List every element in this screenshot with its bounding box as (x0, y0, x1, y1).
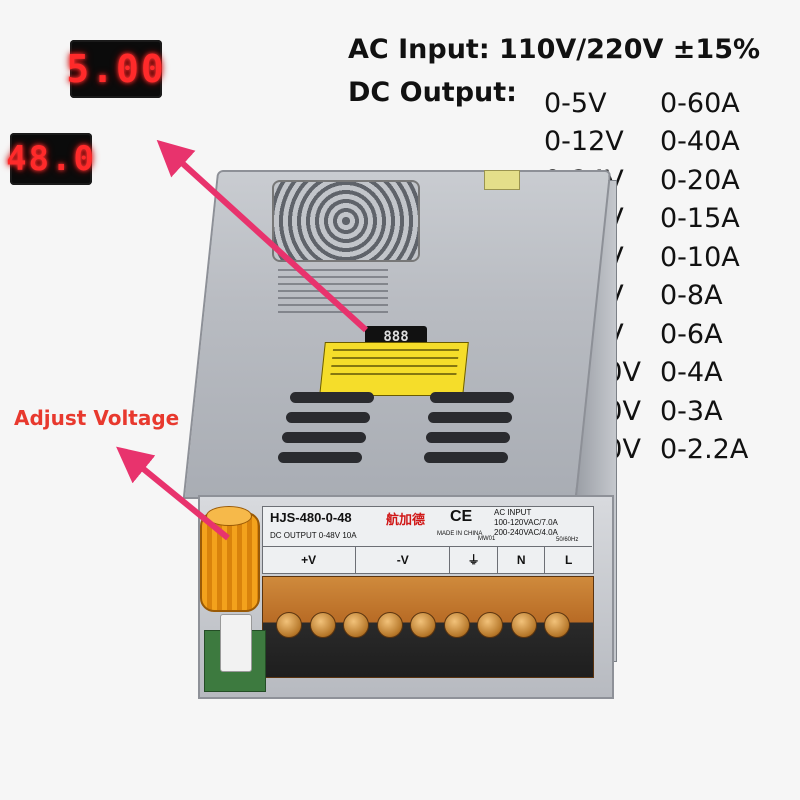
terminal-screw (276, 612, 302, 638)
vent-slot (278, 452, 362, 463)
range-current: 0-15A (660, 203, 740, 235)
range-voltage: 0-5V (544, 87, 607, 119)
unit-led-reading: 888 (383, 329, 409, 345)
dc-output-label: DC Output: (348, 77, 517, 108)
voltage-adjust-knob[interactable] (200, 512, 260, 612)
range-current: 0-10A (660, 241, 740, 273)
led-reading-left: 48.0 (6, 139, 96, 179)
adjust-voltage-label: Adjust Voltage (14, 406, 180, 430)
terminal-label-line: L (565, 553, 573, 567)
terminal-screw (510, 612, 537, 638)
arrow-to-led-display (156, 139, 369, 333)
made-in-label: MADE IN CHINA (437, 531, 483, 537)
ac-input-line2: 200-240VAC/4.0A (494, 528, 558, 537)
dc-output-rating: DC OUTPUT 0-48V 10A (270, 531, 357, 540)
terminal-label-neutral: N (498, 547, 546, 573)
terminal-screw (544, 612, 570, 638)
frequency-label: 50/60Hz (556, 537, 579, 543)
terminal-label-positive: +V (262, 547, 357, 573)
brand-logo: 航加德 (386, 512, 426, 527)
model-number: HJS-480-0-48 (270, 510, 352, 525)
vent-slot (428, 412, 512, 423)
terminal-screw (477, 612, 503, 638)
terminal-screw (410, 612, 436, 638)
mw-code: MW01 (478, 536, 496, 542)
terminal-screw (309, 612, 336, 638)
wire-connector (220, 614, 252, 672)
vent-slot (430, 392, 514, 403)
vent-slot (290, 392, 374, 403)
terminal-labels: +V -V ⏚ N L (262, 546, 592, 573)
ac-input-line1: 100-120VAC/7.0A (494, 518, 558, 527)
vent-slot (282, 432, 366, 443)
ce-mark: CE (450, 508, 473, 525)
range-current: 0-60A (660, 87, 740, 119)
range-current: 0-4A (660, 357, 723, 389)
terminal-screw (443, 612, 470, 638)
ac-input-title: AC INPUT (494, 508, 532, 517)
led-reading-top: 5.00 (66, 47, 166, 91)
range-current: 0-6A (660, 318, 723, 350)
terminal-screw (376, 612, 403, 638)
range-current: 0-40A (660, 126, 740, 158)
range-row: 0-5V 0-60A (544, 84, 794, 123)
led-display-top: 5.00 (66, 40, 164, 98)
ac-input-rating: AC INPUT 100-120VAC/7.0A 200-240VAC/4.0A (494, 508, 558, 538)
knob-cap (206, 506, 252, 526)
rating-plate (262, 506, 594, 574)
arrow-to-adjust-knob (116, 446, 230, 541)
terminal-label-negative: -V (356, 547, 451, 573)
terminal-screw (343, 612, 369, 638)
vent-slot (286, 412, 370, 423)
range-voltage: 0-12V (544, 126, 624, 158)
vent-slot (424, 452, 508, 463)
range-current: 0-2.2A (660, 434, 749, 466)
range-current: 0-20A (660, 164, 740, 196)
range-row: 0-12V 0-40A (544, 123, 794, 162)
range-current: 0-3A (660, 395, 723, 427)
range-current: 0-8A (660, 280, 723, 312)
cooling-fan-grille (272, 180, 420, 262)
power-supply-sticker (484, 170, 520, 190)
vent-slot (426, 432, 510, 443)
ac-input-spec: AC Input: 110V/220V ±15% (348, 34, 761, 65)
led-display-left: 48.0 (6, 133, 94, 185)
terminal-label-ground: ⏚ (450, 547, 498, 573)
